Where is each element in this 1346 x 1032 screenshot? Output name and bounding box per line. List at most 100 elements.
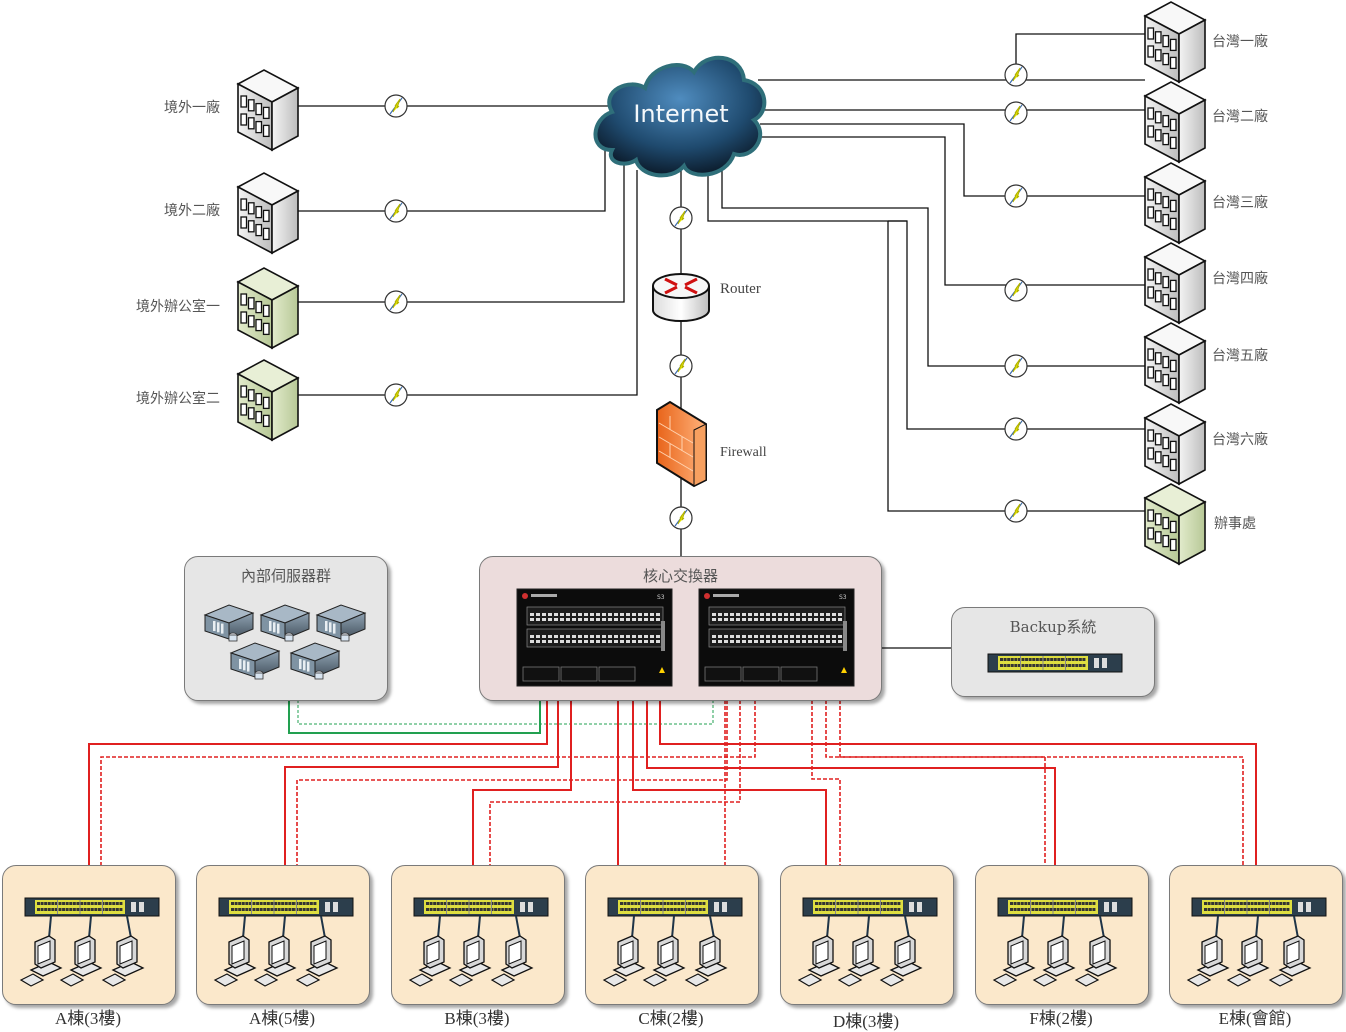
building-panel [1169, 865, 1343, 1005]
lightning-link-icon [384, 199, 408, 223]
link-e-secondary [839, 688, 1244, 865]
access-switch-icon [607, 897, 743, 917]
server-icon [315, 604, 367, 642]
building-label: A棟(3樓) [54, 1009, 122, 1028]
overseas-site-building-icon [236, 267, 300, 350]
building-panel [585, 865, 759, 1005]
server-link-secondary [297, 688, 714, 725]
link-f2-secondary [825, 688, 1046, 865]
link-a3-secondary [100, 688, 756, 865]
lightning-link-icon [1004, 63, 1028, 87]
access-switch-icon [987, 653, 1123, 673]
taiwan-site-label: 台灣一廠 [1212, 34, 1268, 50]
link-overseas-3 [298, 165, 625, 303]
lightning-link-icon [669, 206, 693, 230]
workstation-icon [684, 935, 728, 987]
backup-panel: Backup系統 [951, 607, 1155, 697]
taiwan-site-building-icon [1143, 81, 1207, 164]
taiwan-site-label: 辦事處 [1214, 516, 1256, 532]
lightning-link-icon [1004, 499, 1028, 523]
workstation-icon [490, 935, 534, 987]
svg-text:S3: S3 [839, 594, 847, 601]
link-e-primary [659, 688, 1257, 865]
overseas-site-building-icon [236, 172, 300, 255]
access-switch-icon [413, 897, 549, 917]
taiwan-site-label: 台灣四廠 [1212, 271, 1268, 287]
svg-text:S3: S3 [657, 594, 665, 601]
overseas-site-label: 境外一廠 [164, 100, 220, 116]
lightning-link-icon [384, 94, 408, 118]
access-switch-icon [218, 897, 354, 917]
taiwan-site-label: 台灣六廠 [1212, 432, 1268, 448]
access-switch-icon [802, 897, 938, 917]
workstation-icon [1074, 935, 1118, 987]
building-label: C棟(2樓) [638, 1009, 704, 1028]
link-office [887, 221, 1145, 512]
overseas-site-label: 境外二廠 [164, 203, 220, 219]
taiwan-site-label: 台灣三廠 [1212, 195, 1268, 211]
lightning-link-icon [669, 354, 693, 378]
link-a5-secondary [296, 688, 728, 865]
link-overseas-4 [298, 170, 638, 396]
server-icon [229, 642, 281, 680]
workstation-icon [837, 935, 881, 987]
taiwan-site-building-icon [1143, 483, 1207, 566]
link-tw-4 [748, 136, 1145, 286]
router-label: Router [720, 281, 761, 297]
workstation-icon [1226, 935, 1270, 987]
workstation-icon [1032, 935, 1076, 987]
link-tw-3 [760, 123, 1145, 197]
link-tw-5 [721, 152, 1145, 367]
link-tw-6 [707, 170, 1145, 430]
overseas-site-building-icon [236, 69, 300, 152]
building-label: E棟(會館) [1218, 1009, 1292, 1028]
backup-switch-icon [987, 653, 1123, 673]
wan-link-markers [384, 63, 1028, 530]
server-group-title: 內部伺服器群 [240, 567, 331, 585]
building-panel [975, 865, 1149, 1005]
workstation-icon [992, 935, 1036, 987]
building-panel [780, 865, 954, 1005]
access-switch-icon [24, 897, 160, 917]
overseas-site-label: 境外辦公室一 [136, 299, 220, 315]
link-d3-primary [632, 688, 827, 865]
workstation-icon [642, 935, 686, 987]
server-link-primary [288, 688, 541, 734]
taiwan-site-label: 台灣五廠 [1212, 348, 1268, 364]
firewall-label: Firewall [720, 445, 767, 460]
lightning-link-icon [1004, 278, 1028, 302]
lightning-link-icon [669, 506, 693, 530]
link-tw-1-b [1015, 33, 1145, 80]
remote-sites [236, 1, 1207, 566]
core-switch-chassis-icon: S3 [698, 588, 855, 687]
backup-title: Backup系統 [1009, 618, 1097, 636]
building-panel [196, 865, 370, 1005]
taiwan-site-building-icon [1143, 322, 1207, 405]
lightning-link-icon [1004, 101, 1028, 125]
workstation-icon [101, 935, 145, 987]
internet-cloud-icon [593, 55, 767, 178]
link-b3-secondary [489, 688, 741, 865]
overseas-site-building-icon [236, 359, 300, 442]
server-icons [203, 604, 367, 680]
server-icon [259, 604, 311, 642]
taiwan-site-building-icon [1143, 1, 1207, 84]
server-icon [289, 642, 341, 680]
building-label: A棟(5樓) [248, 1009, 316, 1028]
lightning-link-icon [384, 290, 408, 314]
building-label: B棟(3樓) [444, 1009, 510, 1028]
workstation-icon [295, 935, 339, 987]
taiwan-site-building-icon [1143, 162, 1207, 245]
building-label: D棟(3樓) [832, 1012, 900, 1031]
access-switch-icon [997, 897, 1133, 917]
building-label: F棟(2樓) [1029, 1009, 1093, 1028]
workstation-icon [59, 935, 103, 987]
taiwan-site-label: 台灣二廠 [1212, 109, 1268, 125]
building-panel [2, 865, 176, 1005]
link-b3-primary [472, 688, 572, 865]
core-switch-chassis-icon: S3 [516, 588, 673, 687]
core-switch-title: 核心交換器 [642, 567, 718, 585]
access-switch-icon [1191, 897, 1327, 917]
link-a5-primary [284, 688, 559, 865]
